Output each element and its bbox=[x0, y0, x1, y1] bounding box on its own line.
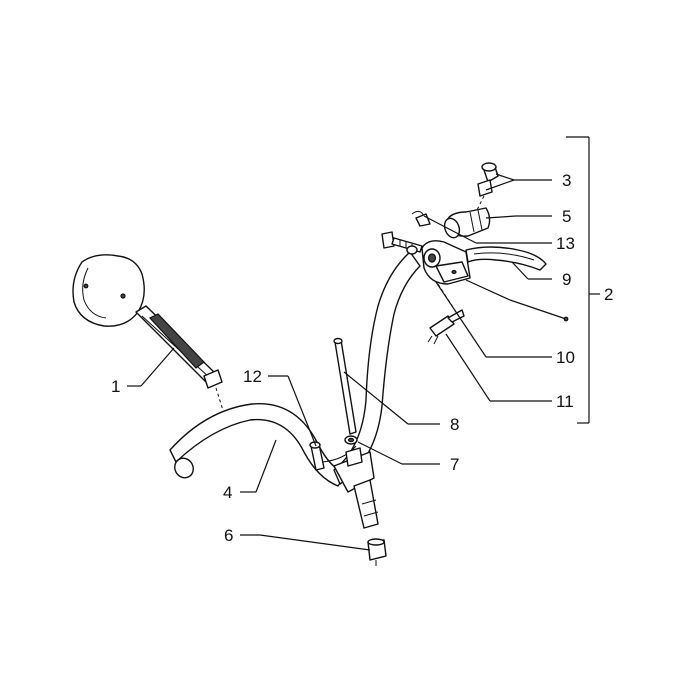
callout-13: 13 bbox=[556, 234, 575, 253]
washer-part bbox=[344, 435, 363, 467]
callout-3: 3 bbox=[562, 171, 571, 190]
callout-11: 11 bbox=[556, 392, 574, 411]
callout-2: 2 bbox=[604, 285, 613, 304]
callout-1: 1 bbox=[111, 377, 120, 396]
callout-7: 7 bbox=[450, 455, 459, 474]
callout-labels: 1 2 3 4 5 6 7 8 9 10 11 12 13 bbox=[111, 171, 613, 545]
stud-bolt-part bbox=[333, 337, 357, 435]
callout-9: 9 bbox=[562, 270, 571, 289]
bushing-part bbox=[367, 538, 387, 566]
callout-6: 6 bbox=[224, 526, 233, 545]
callout-8: 8 bbox=[450, 415, 459, 434]
callout-12: 12 bbox=[243, 367, 262, 386]
callout-10: 10 bbox=[556, 348, 575, 367]
brake-lever-assembly bbox=[381, 162, 547, 345]
leader-lines bbox=[127, 173, 569, 551]
callout-5: 5 bbox=[562, 207, 571, 226]
handlebar-part bbox=[169, 251, 421, 529]
assembly-bracket bbox=[566, 136, 600, 424]
mirror-part bbox=[72, 254, 227, 421]
callout-4: 4 bbox=[223, 483, 232, 502]
